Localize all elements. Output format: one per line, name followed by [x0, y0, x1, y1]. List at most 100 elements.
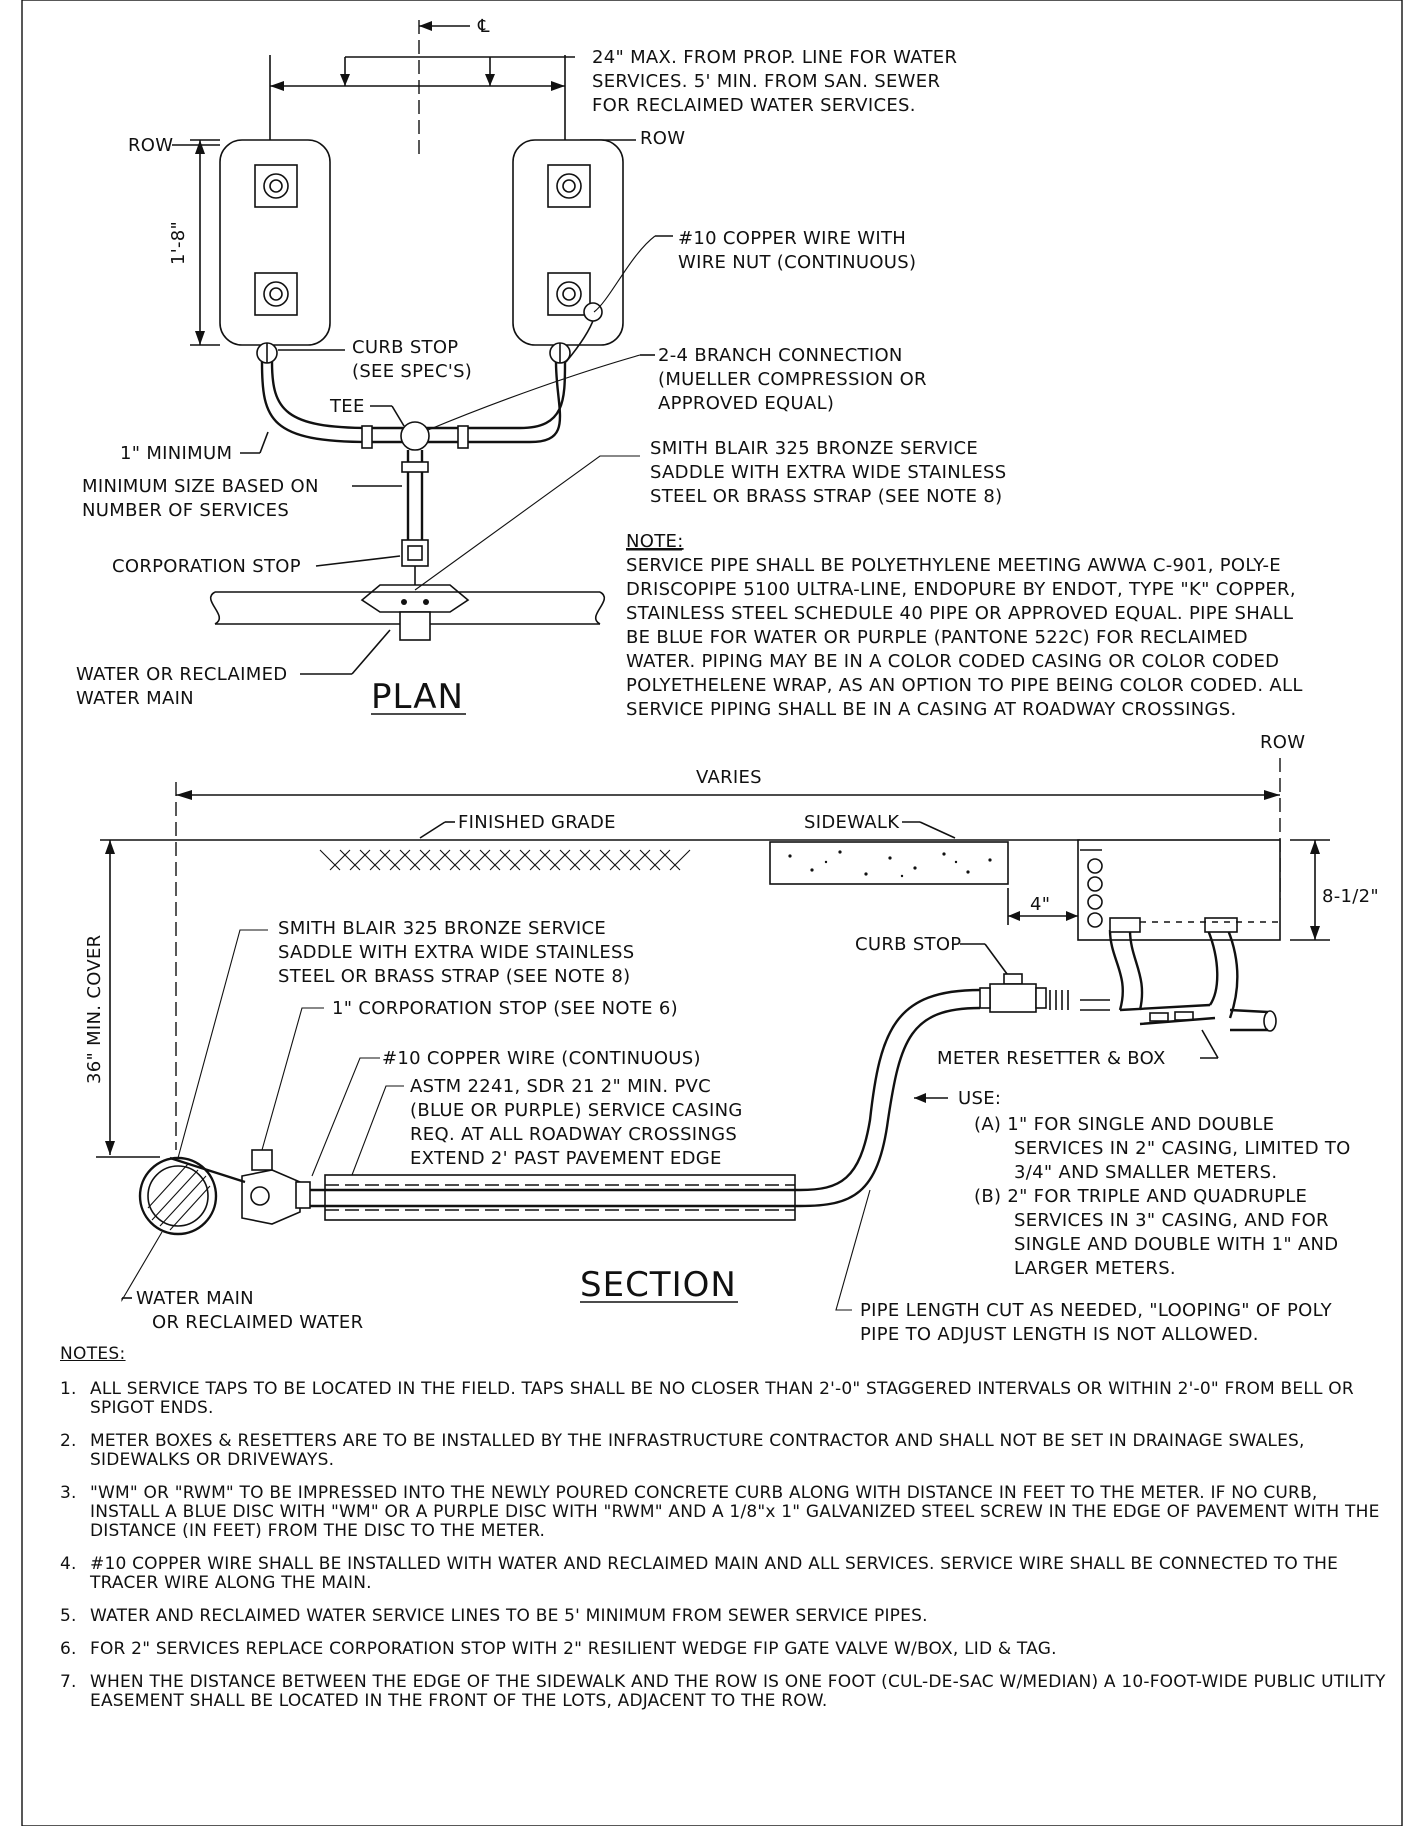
- note-item: 6. FOR 2" SERVICES REPLACE CORPORATION S…: [60, 1640, 1390, 1659]
- min-size-line-1: MINIMUM SIZE BASED ON: [82, 476, 319, 497]
- note-item: 3. "WM" OR "RWM" TO BE IMPRESSED INTO TH…: [60, 1484, 1390, 1541]
- offset-note-line-1: 24" MAX. FROM PROP. LINE FOR WATER: [592, 47, 957, 68]
- note-number: 7.: [60, 1672, 77, 1692]
- note-number: 3.: [60, 1483, 77, 1503]
- note-text: WATER AND RECLAIMED WATER SERVICE LINES …: [90, 1606, 928, 1626]
- service-line-section: [305, 988, 981, 1192]
- row-label-left: ROW: [128, 135, 173, 156]
- branch-connection-line-3: APPROVED EQUAL): [658, 393, 834, 414]
- note-number: 6.: [60, 1639, 77, 1659]
- saddle-plan-line-2: SADDLE WITH EXTRA WIDE STAINLESS: [650, 462, 1007, 483]
- offset-note-line-2: SERVICES. 5' MIN. FROM SAN. SEWER: [592, 71, 940, 92]
- curb-stop-plan-line-2: (SEE SPEC'S): [352, 361, 472, 382]
- meter-box-left: [219, 139, 331, 346]
- use-line-6: SINGLE AND DOUBLE WITH 1" AND: [1014, 1234, 1338, 1255]
- copper-wire-section-label: #10 COPPER WIRE (CONTINUOUS): [382, 1048, 701, 1069]
- plan-note-line-2: DRISCOPIPE 5100 ULTRA-LINE, ENDOPURE BY …: [626, 579, 1296, 600]
- branch-connection-line-2: (MUELLER COMPRESSION OR: [658, 369, 927, 390]
- sidewalk-label: SIDEWALK: [804, 812, 900, 833]
- pipe-length-line-1: PIPE LENGTH CUT AS NEEDED, "LOOPING" OF …: [860, 1300, 1333, 1321]
- main-section-line-1: WATER MAIN: [136, 1288, 254, 1309]
- note-text: METER BOXES & RESETTERS ARE TO BE INSTAL…: [90, 1431, 1305, 1470]
- casing-line-1: ASTM 2241, SDR 21 2" MIN. PVC: [410, 1076, 711, 1097]
- plan-note-line-1: SERVICE PIPE SHALL BE POLYETHYLENE MEETI…: [626, 555, 1281, 576]
- main-plan-line-1: WATER OR RECLAIMED: [76, 664, 287, 685]
- note-item: 1. ALL SERVICE TAPS TO BE LOCATED IN THE…: [60, 1380, 1390, 1418]
- saddle-section-line-3: STEEL OR BRASS STRAP (SEE NOTE 8): [278, 966, 630, 987]
- note-text: ALL SERVICE TAPS TO BE LOCATED IN THE FI…: [90, 1379, 1354, 1418]
- use-line-3: 3/4" AND SMALLER METERS.: [1014, 1162, 1277, 1183]
- use-line-5: SERVICES IN 3" CASING, AND FOR: [1014, 1210, 1329, 1231]
- tee-label: TEE: [329, 396, 365, 417]
- note-text: "WM" OR "RWM" TO BE IMPRESSED INTO THE N…: [90, 1483, 1380, 1541]
- copper-wire-plan-line-1: #10 COPPER WIRE WITH: [678, 228, 906, 249]
- saddle-section-line-2: SADDLE WITH EXTRA WIDE STAINLESS: [278, 942, 635, 963]
- note-text: #10 COPPER WIRE SHALL BE INSTALLED WITH …: [90, 1554, 1339, 1593]
- saddle-plan-line-3: STEEL OR BRASS STRAP (SEE NOTE 8): [650, 486, 1002, 507]
- note-number: 5.: [60, 1606, 77, 1626]
- casing-line-3: REQ. AT ALL ROADWAY CROSSINGS: [410, 1124, 737, 1145]
- min-size-line-2: NUMBER OF SERVICES: [82, 500, 289, 521]
- curb-stop-section: [1003, 973, 1023, 985]
- branch-connection-line-1: 2-4 BRANCH CONNECTION: [658, 345, 903, 366]
- note-text: WHEN THE DISTANCE BETWEEN THE EDGE OF TH…: [90, 1672, 1386, 1711]
- sidewalk-slab: [769, 841, 1009, 885]
- curb-stop-plan-line-1: CURB STOP: [352, 337, 458, 358]
- note-number: 1.: [60, 1379, 77, 1399]
- sheet-border: [21, 0, 1403, 1826]
- plan-view: ℄ 24" MAX. FROM PROP. LINE FOR WATER SER…: [76, 16, 1303, 720]
- finished-grade-label: FINISHED GRADE: [458, 812, 616, 833]
- row-label-right: ROW: [640, 128, 685, 149]
- casing-line-4: EXTEND 2' PAST PAVEMENT EDGE: [410, 1148, 722, 1169]
- offset-note-line-3: FOR RECLAIMED WATER SERVICES.: [592, 95, 916, 116]
- dim-offset: 4": [1030, 894, 1050, 915]
- meter-resetter: [1108, 929, 1144, 1011]
- section-title: SECTION: [580, 1265, 737, 1305]
- plan-note-line-4: BE BLUE FOR WATER OR PURPLE (PANTONE 522…: [626, 627, 1248, 648]
- note-item: 5. WATER AND RECLAIMED WATER SERVICE LIN…: [60, 1607, 1390, 1626]
- main-plan-line-2: WATER MAIN: [76, 688, 194, 709]
- soil-hatch: [319, 849, 691, 871]
- meter-box-right: [512, 139, 624, 346]
- curb-stop-section-label: CURB STOP: [855, 934, 961, 955]
- main-section-line-2: OR RECLAIMED WATER: [152, 1312, 363, 1333]
- use-line-7: LARGER METERS.: [1014, 1258, 1176, 1279]
- row-label-section: ROW: [1260, 732, 1305, 753]
- one-inch-minimum-label: 1" MINIMUM: [120, 443, 232, 464]
- plan-note-line-6: POLYETHELENE WRAP, AS AN OPTION TO PIPE …: [626, 675, 1303, 696]
- copper-wire-plan-line-2: WIRE NUT (CONTINUOUS): [678, 252, 916, 273]
- plan-note-heading: NOTE:: [626, 531, 684, 552]
- plan-note-line-3: STAINLESS STEEL SCHEDULE 40 PIPE OR APPR…: [626, 603, 1293, 624]
- tee-fitting: [400, 421, 430, 451]
- use-heading: USE:: [958, 1088, 1001, 1109]
- varies-label: VARIES: [696, 767, 762, 788]
- notes-heading: NOTES:: [60, 1344, 126, 1364]
- plan-title: PLAN: [371, 677, 464, 717]
- property-line-symbol: ℄: [477, 16, 490, 37]
- note-item: 2. METER BOXES & RESETTERS ARE TO BE INS…: [60, 1432, 1390, 1470]
- note-number: 2.: [60, 1431, 77, 1451]
- corporation-stop: [401, 539, 429, 567]
- note-item: 4. #10 COPPER WIRE SHALL BE INSTALLED WI…: [60, 1555, 1390, 1593]
- casing-line-2: (BLUE OR PURPLE) SERVICE CASING: [410, 1100, 743, 1121]
- use-line-1: (A) 1" FOR SINGLE AND DOUBLE: [974, 1114, 1274, 1135]
- pipe-length-line-2: PIPE TO ADJUST LENGTH IS NOT ALLOWED.: [860, 1324, 1259, 1345]
- corp-stop-section-label: 1" CORPORATION STOP (SEE NOTE 6): [332, 998, 678, 1019]
- plan-note-line-7: SERVICE PIPING SHALL BE IN A CASING AT R…: [626, 699, 1237, 720]
- use-line-2: SERVICES IN 2" CASING, LIMITED TO: [1014, 1138, 1351, 1159]
- pvc-casing: [324, 1174, 796, 1221]
- meter-box-section: [1077, 839, 1281, 941]
- note-number: 4.: [60, 1554, 77, 1574]
- general-notes: NOTES: 1. ALL SERVICE TAPS TO BE LOCATED…: [60, 1344, 1390, 1725]
- use-line-4: (B) 2" FOR TRIPLE AND QUADRUPLE: [974, 1186, 1307, 1207]
- note-item: 7. WHEN THE DISTANCE BETWEEN THE EDGE OF…: [60, 1673, 1390, 1711]
- meter-resetter-label: METER RESETTER & BOX: [937, 1048, 1166, 1069]
- service-saddle: [360, 584, 470, 613]
- saddle-plan-line-1: SMITH BLAIR 325 BRONZE SERVICE: [650, 438, 978, 459]
- dim-box-depth: 8-1/2": [1322, 886, 1379, 907]
- plan-note-line-5: WATER. PIPING MAY BE IN A COLOR CODED CA…: [626, 651, 1279, 672]
- dim-box-height: 1'-8": [168, 221, 189, 265]
- note-text: FOR 2" SERVICES REPLACE CORPORATION STOP…: [90, 1639, 1057, 1659]
- corp-stop-plan-label: CORPORATION STOP: [112, 556, 301, 577]
